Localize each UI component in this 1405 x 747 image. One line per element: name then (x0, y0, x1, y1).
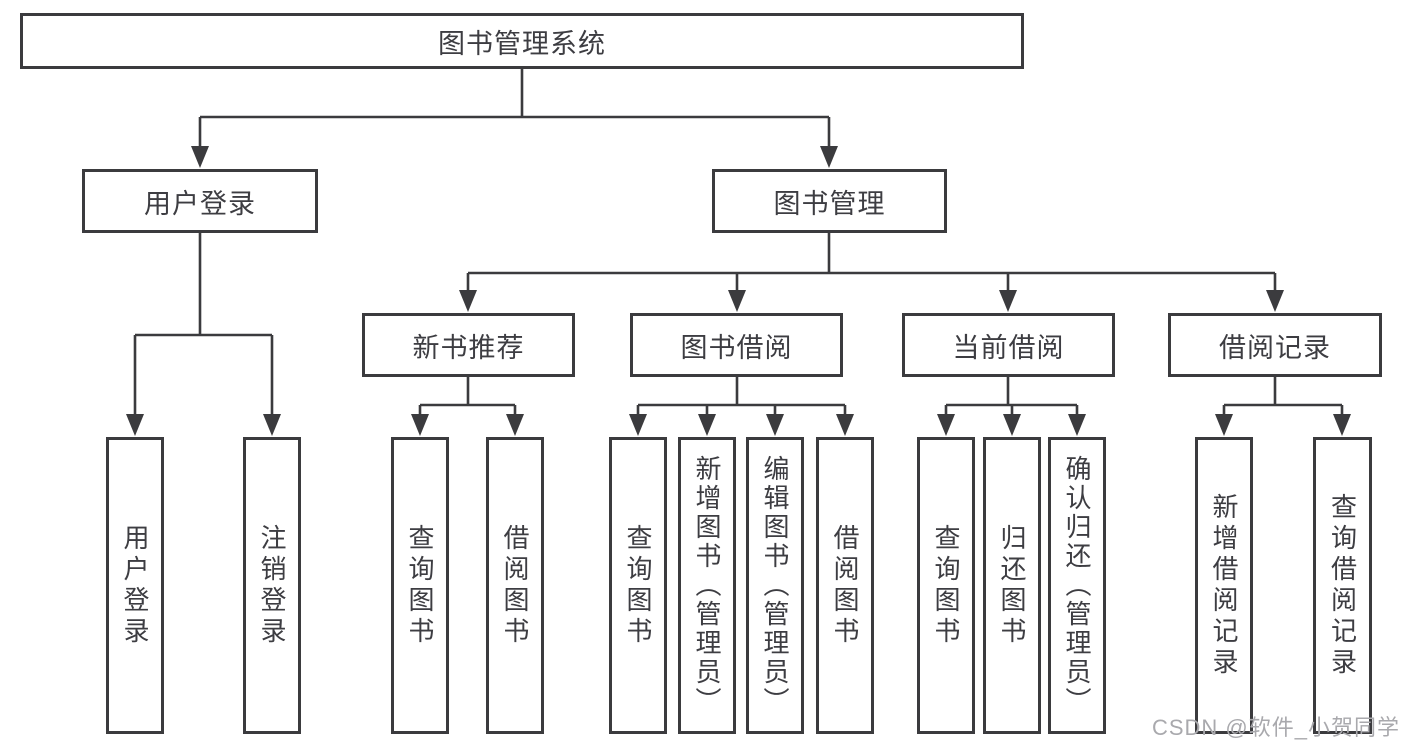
leaf-return-book-label: 归还图书 (997, 523, 1027, 648)
leaf-newbook-query-book: 查询图书 (391, 437, 449, 734)
leaf-newbook-borrow-book: 借阅图书 (486, 437, 544, 734)
node-root: 图书管理系统 (20, 13, 1024, 69)
node-new-book-recommend-label: 新书推荐 (412, 332, 525, 363)
leaf-user-login-label: 用户登录 (120, 523, 150, 648)
leaf-add-book-admin-label: 新增图书（管理员） (692, 455, 722, 716)
node-book-management-label: 图书管理 (773, 188, 886, 219)
node-current-borrow-label: 当前借阅 (952, 332, 1065, 363)
leaf-borrow-query-book-label: 查询图书 (623, 523, 653, 648)
leaf-borrow-borrow-book-label: 借阅图书 (830, 523, 860, 648)
leaf-newbook-borrow-book-label: 借阅图书 (500, 523, 530, 648)
leaf-edit-book-admin-label: 编辑图书（管理员） (760, 455, 790, 716)
leaf-newbook-query-book-label: 查询图书 (405, 523, 435, 648)
leaf-user-login: 用户登录 (106, 437, 164, 734)
leaf-query-borrow-record-label: 查询借阅记录 (1327, 492, 1358, 679)
node-borrow-record: 借阅记录 (1168, 313, 1382, 377)
leaf-add-borrow-record: 新增借阅记录 (1195, 437, 1253, 734)
leaf-query-borrow-record: 查询借阅记录 (1313, 437, 1372, 734)
leaf-logout-login-label: 注销登录 (257, 523, 287, 648)
node-user-login-label: 用户登录 (144, 188, 256, 219)
node-book-management: 图书管理 (712, 169, 947, 233)
node-user-login: 用户登录 (82, 169, 318, 233)
node-current-borrow: 当前借阅 (902, 313, 1115, 377)
leaf-add-borrow-record-label: 新增借阅记录 (1209, 492, 1239, 679)
node-root-label: 图书管理系统 (438, 28, 606, 59)
csdn-watermark: CSDN @软件_小贺同学 (1151, 715, 1400, 740)
leaf-edit-book-admin: 编辑图书（管理员） (746, 437, 804, 734)
leaf-borrow-borrow-book: 借阅图书 (816, 437, 874, 734)
leaf-add-book-admin: 新增图书（管理员） (678, 437, 736, 734)
leaf-return-book: 归还图书 (983, 437, 1041, 734)
leaf-current-query-book: 查询图书 (917, 437, 975, 734)
node-book-borrow: 图书借阅 (630, 313, 843, 377)
node-book-borrow-label: 图书借阅 (680, 332, 793, 363)
leaf-current-query-book-label: 查询图书 (931, 523, 961, 648)
node-new-book-recommend: 新书推荐 (362, 313, 575, 377)
leaf-borrow-query-book: 查询图书 (609, 437, 667, 734)
leaf-logout-login: 注销登录 (243, 437, 301, 734)
leaf-confirm-return-admin-label: 确认归还（管理员） (1062, 455, 1092, 716)
node-borrow-record-label: 借阅记录 (1219, 332, 1331, 363)
leaf-confirm-return-admin: 确认归还（管理员） (1048, 437, 1106, 734)
